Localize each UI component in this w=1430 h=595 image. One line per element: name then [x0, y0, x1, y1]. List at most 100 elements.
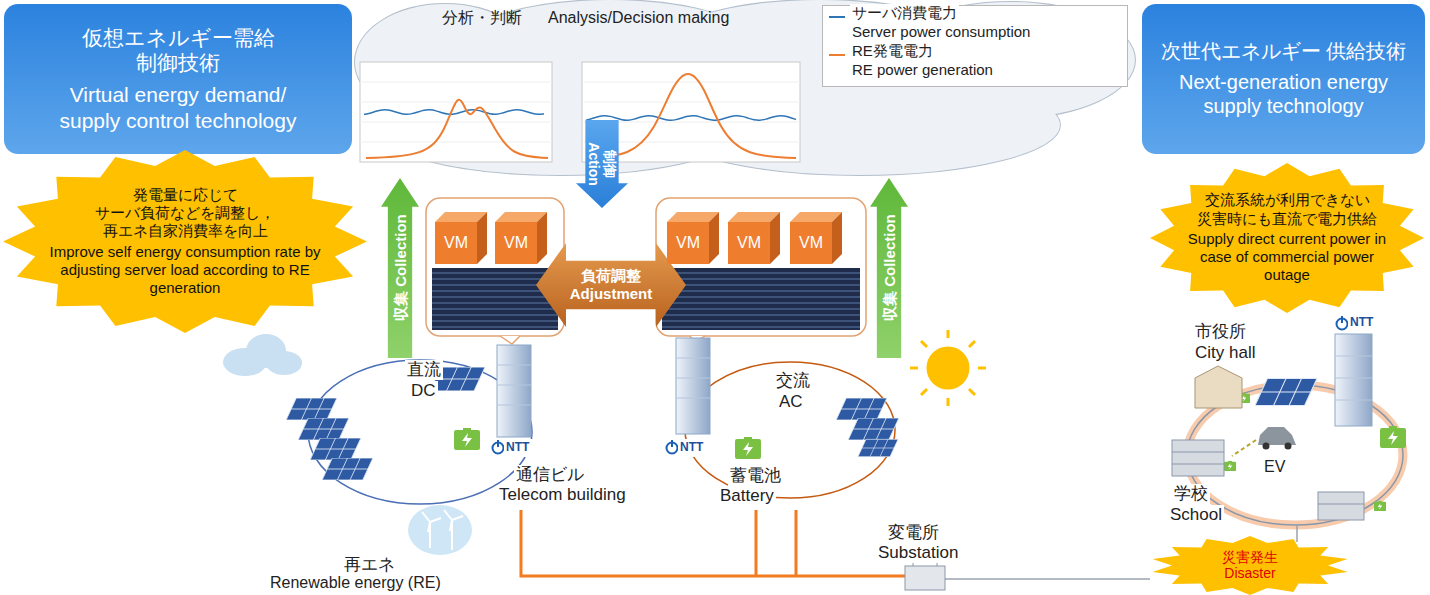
line-chart — [360, 62, 552, 162]
node-text: 収集 Collection — [391, 215, 408, 322]
cube-front — [728, 222, 770, 264]
part-label: 交流 — [774, 371, 812, 391]
starburst-shape — [3, 150, 367, 333]
cube-node: VM — [790, 212, 842, 264]
part-label: 学校 — [1172, 484, 1210, 504]
cube-node: VM — [667, 212, 719, 264]
node-text-area: 制御 Action — [576, 120, 628, 208]
part-label: EV — [1262, 458, 1287, 476]
rbox-node: 仮想エネルギー需給 制御技術 Virtual energy demand/ sup… — [4, 4, 352, 154]
lr-node: 負荷調整 Adjustment — [536, 243, 686, 327]
server-panels — [426, 198, 866, 344]
starburst-shape — [1150, 163, 1424, 313]
down-node: 制御 Action — [576, 120, 628, 208]
node-text-area: 災害発生Disaster — [1150, 536, 1350, 595]
node-text: VM — [737, 233, 761, 253]
node-text-area: VM — [728, 222, 770, 264]
title-box-shape — [4, 4, 352, 154]
cube-node: VM — [495, 212, 547, 264]
node-text-area: 分析・判断 Analysis/Decision making — [442, 8, 729, 28]
part-label: DC — [409, 381, 438, 401]
cube-side — [770, 212, 780, 264]
node-text: 次世代エネルギー 供給技術 — [1159, 39, 1409, 63]
ev-car — [1232, 427, 1296, 456]
node-text-area: 負荷調整 Adjustment — [536, 243, 686, 327]
node-text: 仮想エネルギー需給 制御技術 — [41, 25, 316, 76]
node-text: Next-generation energy supply technology — [1159, 70, 1409, 119]
part-label: 通信ビル — [514, 465, 586, 485]
node-text-area: 交流系統が利用できない 災害時にも直流で電力供給Supply direct cu… — [1150, 163, 1424, 313]
node-text: VM — [676, 233, 700, 253]
node-text-area: 収集 Collection — [381, 178, 419, 358]
burst-node: 災害発生Disaster — [1150, 536, 1350, 595]
grid-loops — [308, 360, 1403, 525]
part-label: RE power generation — [850, 61, 995, 78]
node-text: Analysis/Decision making — [548, 8, 729, 28]
up-node: 収集 Collection — [870, 178, 908, 358]
part-label: 市役所 — [1193, 322, 1248, 342]
part-label: 直流 — [405, 360, 443, 380]
batteries — [454, 393, 1406, 511]
block-arrow-shape — [576, 120, 628, 208]
legend-text: サーバ消費電力 — [850, 4, 959, 21]
part-label: Telecom building — [497, 485, 628, 505]
part-label: 変電所 — [886, 523, 941, 543]
part-label: City hall — [1193, 343, 1257, 363]
node-text-area: VM — [435, 222, 477, 264]
cloud-shape — [355, 0, 1135, 175]
logo-text: NTT — [504, 441, 531, 455]
node-text: 分析・判断 — [442, 8, 522, 28]
node-text-area: 収集 Collection — [870, 178, 908, 358]
cube-front — [667, 222, 709, 264]
node-text: 発電量に応じて サーバ負荷などを調整し， 再エネ自家消費率を向上 — [49, 186, 321, 241]
node-text-area: 次世代エネルギー 供給技術 Next-generation energy supp… — [1142, 4, 1425, 154]
node-text: 収集 Collection — [880, 215, 897, 322]
node-text: Improve self energy consumption rate by … — [49, 243, 321, 298]
small-cloud — [223, 334, 302, 376]
ntt-logos — [489, 315, 1385, 457]
sun — [910, 330, 986, 406]
node-outline — [3, 150, 367, 333]
node-text: 災害発生 — [1190, 550, 1310, 565]
node-text-area: 発電量に応じて サーバ負荷などを調整し， 再エネ自家消費率を向上Improve … — [3, 150, 367, 333]
solar-panels — [286, 367, 1317, 480]
part-label: Renewable energy (RE) — [268, 574, 443, 592]
part-label: School — [1168, 505, 1224, 525]
node-text-area: 仮想エネルギー需給 制御技術 Virtual energy demand/ sup… — [4, 4, 352, 154]
star-node: 交流系統が利用できない 災害時にも直流で電力供給Supply direct cu… — [1150, 163, 1424, 313]
node-text: VM — [444, 233, 468, 253]
node-text: VM — [799, 233, 823, 253]
telecom-buildings — [497, 334, 1372, 437]
cube-node: VM — [728, 212, 780, 264]
title-box-shape — [1142, 4, 1425, 154]
block-arrow-shape — [870, 178, 908, 358]
node-text: Disaster — [1190, 566, 1310, 581]
node-text: Supply direct current power in case of c… — [1185, 230, 1390, 285]
cube-side — [832, 212, 842, 264]
node-text-area: VM — [495, 222, 537, 264]
part-label: Substation — [876, 543, 960, 563]
wind-turbines — [408, 505, 472, 555]
node-text: VM — [504, 233, 528, 253]
node-text-area: VM — [667, 222, 709, 264]
cube-front — [495, 222, 537, 264]
block-arrow-shape — [381, 178, 419, 358]
cube-side — [477, 212, 487, 264]
rbox-node: 次世代エネルギー 供給技術 Next-generation energy supp… — [1142, 4, 1425, 154]
node-text: 制御 Action — [586, 136, 618, 192]
part-label: Battery — [718, 486, 776, 506]
city-buildings — [1172, 366, 1364, 520]
legend-text: RE発電電力 — [850, 42, 935, 59]
part-label: 蓄電池 — [728, 466, 783, 486]
up-node: 収集 Collection — [381, 178, 419, 358]
part-label: Server power consumption — [850, 23, 1032, 40]
cube-front — [790, 222, 832, 264]
cube-side — [709, 212, 719, 264]
cube-front — [435, 222, 477, 264]
node-text: Virtual energy demand/ supply control te… — [41, 82, 316, 133]
cube-node: VM — [435, 212, 487, 264]
starburst-shape — [1153, 536, 1348, 595]
node-text: 交流系統が利用できない 災害時にも直流で電力供給 — [1185, 191, 1390, 228]
part-label: 再エネ — [342, 555, 397, 575]
